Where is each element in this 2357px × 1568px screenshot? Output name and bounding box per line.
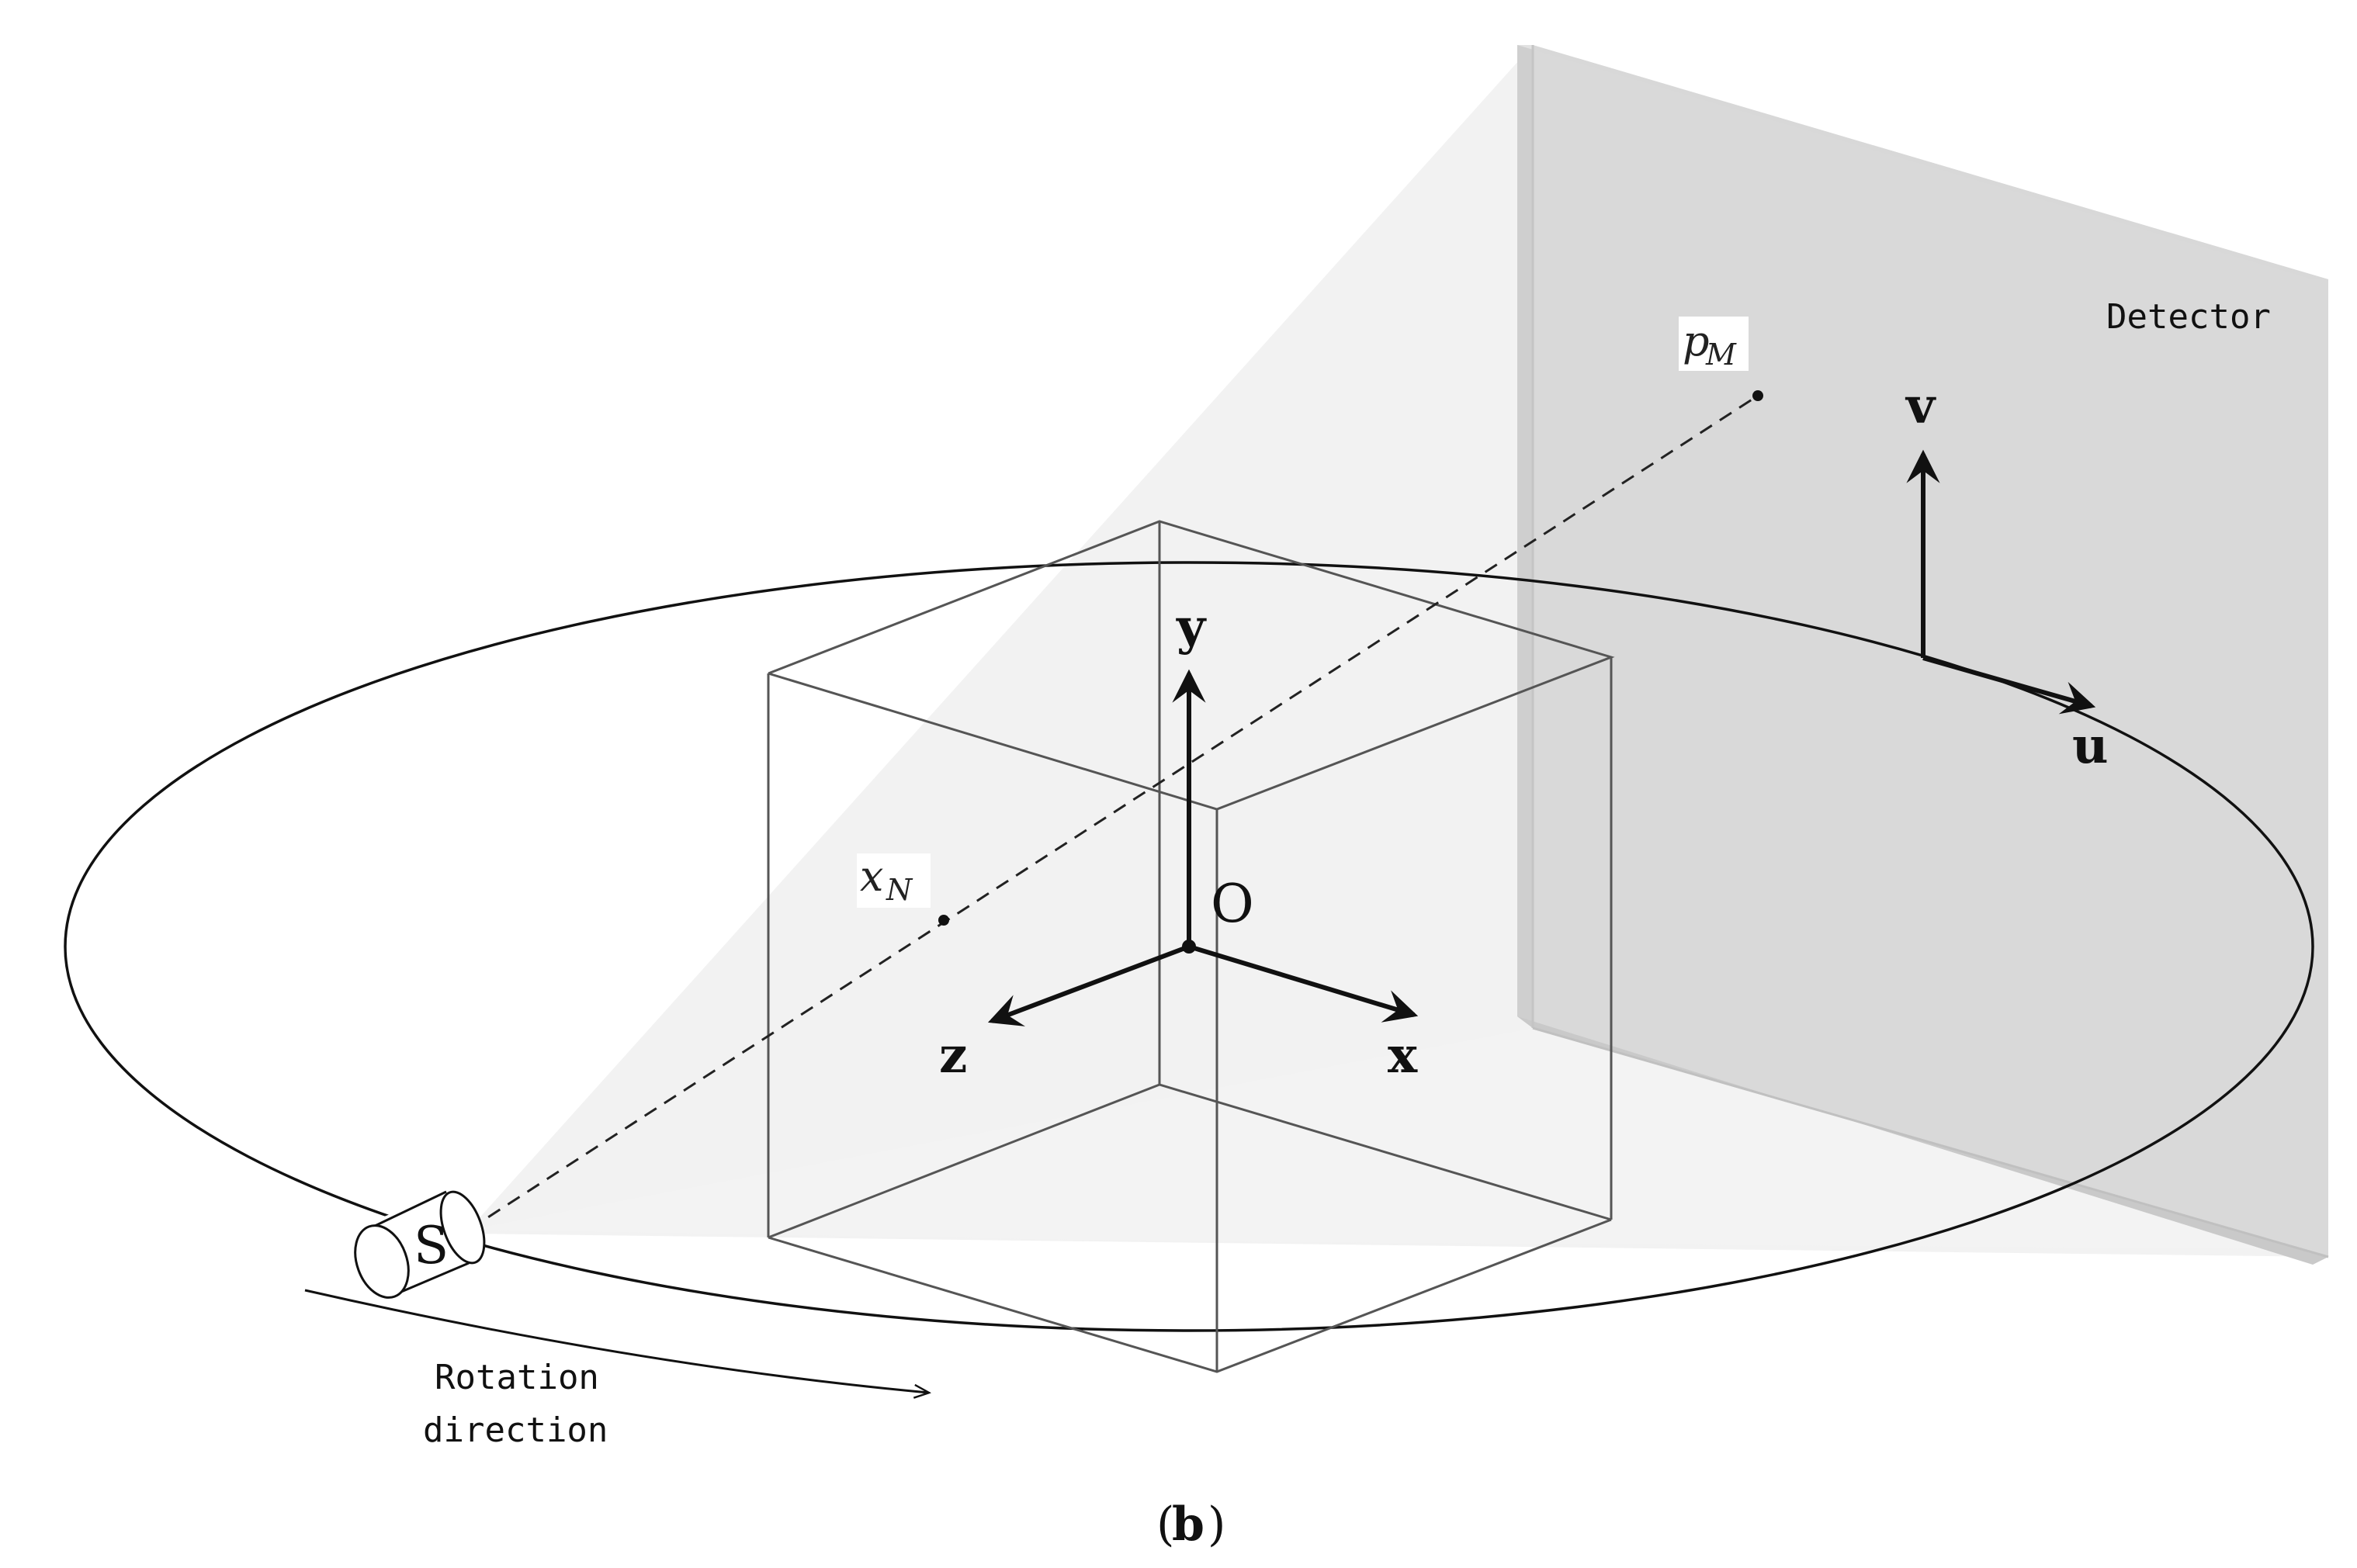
origin-point <box>1182 940 1196 954</box>
svg-text:N: N <box>886 873 913 907</box>
point-x-n <box>938 915 949 926</box>
rotation-arrow <box>304 1289 928 1393</box>
svg-text:b: b <box>1172 1497 1204 1552</box>
svg-text:(: ( <box>1156 1497 1174 1552</box>
axis-v-label: v <box>1905 377 1936 435</box>
svg-text:p: p <box>1683 317 1710 365</box>
axis-z-arrow <box>987 944 1191 1026</box>
axis-x-arrow <box>1188 944 1419 1023</box>
rotation-label-line2: direction <box>423 1411 608 1450</box>
axis-x-label: x <box>1388 1026 1418 1085</box>
world-axes <box>987 669 1419 1026</box>
p-m-label: p M <box>1679 317 1749 372</box>
origin-label: O <box>1211 874 1254 935</box>
source-orbit <box>64 561 2314 1332</box>
source-label: S <box>414 1216 449 1276</box>
svg-text:): ) <box>1208 1497 1225 1552</box>
x-n-label: x N <box>857 852 931 908</box>
beam-cone-lower <box>469 1028 2297 1249</box>
figure-caption: ( b ) <box>1156 1497 1225 1552</box>
detector-label: Detector <box>2106 297 2271 337</box>
axis-u-label: u <box>2072 717 2109 775</box>
axis-y-label: y <box>1176 598 1207 656</box>
reconstruction-cube <box>767 520 1615 1373</box>
beam-cone <box>469 45 2328 1257</box>
svg-text:M: M <box>1705 337 1737 372</box>
svg-text:x: x <box>860 852 883 901</box>
rotation-label-line1: Rotation <box>435 1358 599 1397</box>
detector-axes <box>1906 449 2096 715</box>
axis-z-label: z <box>939 1026 967 1085</box>
xray-source <box>354 1190 486 1299</box>
axis-u-arrow <box>1922 656 2096 715</box>
point-p-m <box>1752 390 1763 401</box>
